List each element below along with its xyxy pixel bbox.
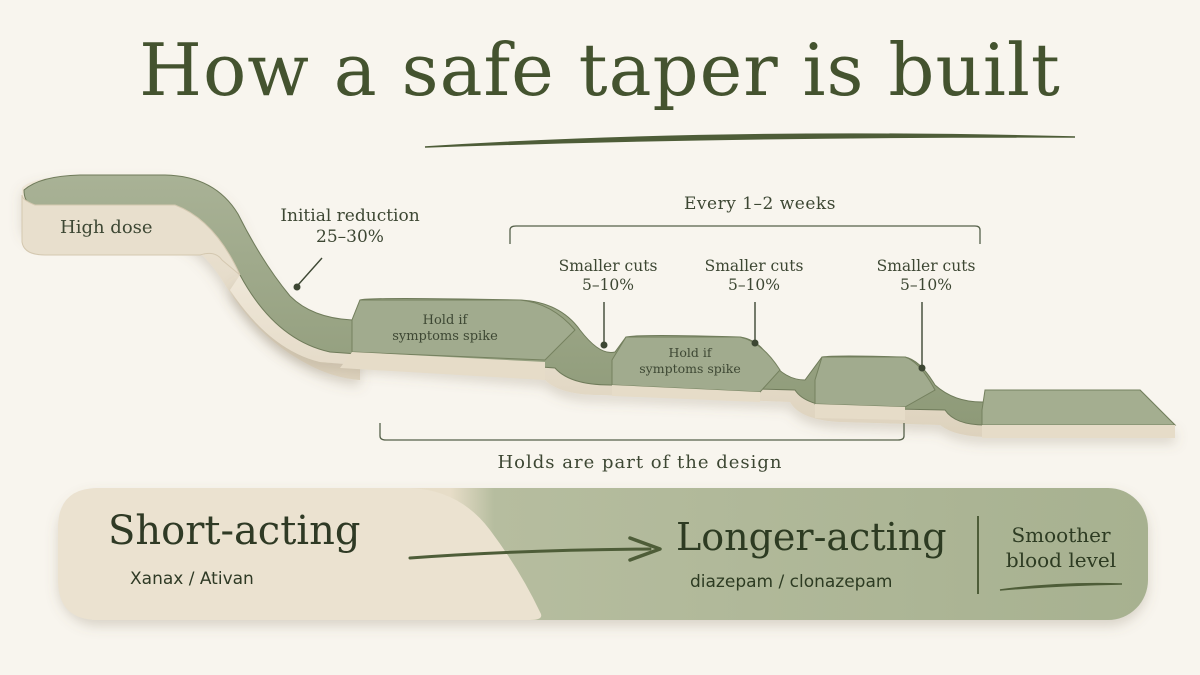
short-acting-heading: Short-acting (108, 508, 361, 554)
longer-acting-examples: diazepam / clonazepam (690, 572, 893, 592)
short-acting-examples: Xanax / Ativan (130, 569, 254, 589)
hold-label-1: Hold if symptoms spike (392, 313, 498, 345)
cut-label-1: Smaller cuts 5–10% (558, 257, 658, 295)
initial-reduction-pointer (297, 257, 323, 286)
smoother-note: Smoother blood level (1005, 523, 1117, 572)
page-title: How a safe taper is built (139, 28, 1061, 112)
initial-reduction-label: Initial reduction 25–30% (280, 206, 420, 248)
hold-block-1 (351, 299, 576, 361)
arrow-head (628, 536, 662, 562)
cut-label-3: Smaller cuts 5–10% (876, 257, 976, 295)
hold-block-2 (611, 336, 781, 393)
high-dose-block (21, 194, 241, 276)
hold-label-2: Hold if symptoms spike (639, 345, 741, 376)
holds-bracket (379, 423, 905, 441)
interval-label: Every 1–2 weeks (684, 194, 836, 214)
short-acting-tab (58, 488, 542, 620)
cut-label-2: Smaller cuts 5–10% (704, 257, 804, 295)
transition-arrow (408, 547, 652, 560)
smoother-underline (999, 582, 1123, 591)
title-underline (424, 133, 1076, 148)
holds-caption: Holds are part of the design (497, 452, 783, 473)
high-dose-label: High dose (60, 217, 153, 238)
hold-block-3 (814, 356, 936, 408)
final-block (981, 389, 1177, 426)
interval-bracket (509, 225, 981, 244)
longer-acting-heading: Longer-acting (676, 515, 947, 559)
